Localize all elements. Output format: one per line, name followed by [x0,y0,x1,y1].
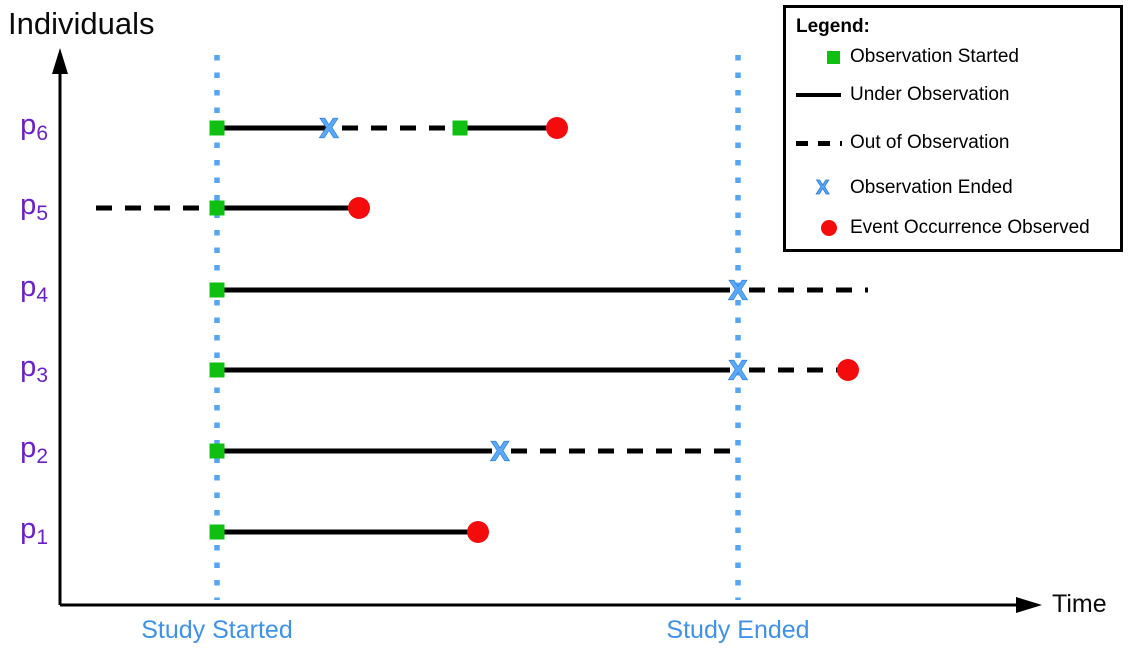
event-occurrence-circle-icon [546,117,568,139]
legend-item: Event Occurrence Observed [796,217,1110,239]
observation-started-square-icon [209,362,225,378]
x-axis-label: Time [1052,590,1107,618]
legend-dashed-line-icon [796,140,842,146]
observation-started-square-icon [209,443,225,459]
legend-observation-started-square-icon [827,50,840,64]
row-label-p4: p4 [20,271,48,307]
observation-ended-x-icon: X [729,355,748,386]
legend-title: Legend: [796,16,870,37]
legend-item: Under Observation [796,84,1110,106]
legend-item-label: Observation Ended [850,177,1013,198]
observation-started-square-icon [209,120,225,136]
event-occurrence-circle-icon [837,359,859,381]
row-label-p1: p1 [20,513,48,549]
observation-started-square-icon [452,120,468,136]
row-label-p2: p2 [20,432,48,468]
row-label-p6: p6 [20,109,48,145]
study-started-label: Study Started [141,616,293,644]
study-ended-label: Study Ended [666,616,810,644]
legend-item: Out of Observation [796,132,1110,154]
observation-started-square-icon [209,282,225,298]
row-label-p3: p3 [20,351,48,387]
event-occurrence-circle-icon [348,197,370,219]
observation-ended-x-icon: X [491,436,510,467]
observation-started-square-icon [209,524,225,540]
event-occurrence-circle-icon [467,521,489,543]
x-axis-arrowhead [1016,597,1042,613]
y-axis-arrowhead [52,48,68,74]
legend-event-occurrence-circle-icon [821,220,837,236]
legend-observation-ended-x-icon: X [816,177,830,199]
legend-item: Observation Started [796,46,1110,68]
y-axis-title: Individuals [8,6,155,41]
legend-item-label: Under Observation [850,84,1010,105]
observation-ended-x-icon: X [729,275,748,306]
legend-item: X Observation Ended [796,177,1110,199]
row-label-p5: p5 [20,189,48,225]
legend-item-label: Out of Observation [850,132,1010,153]
legend-item-label: Event Occurrence Observed [850,217,1090,238]
legend-item-label: Observation Started [850,46,1019,67]
observation-ended-x-icon: X [320,113,339,144]
observation-started-square-icon [209,200,225,216]
legend-solid-line-icon [796,93,841,97]
